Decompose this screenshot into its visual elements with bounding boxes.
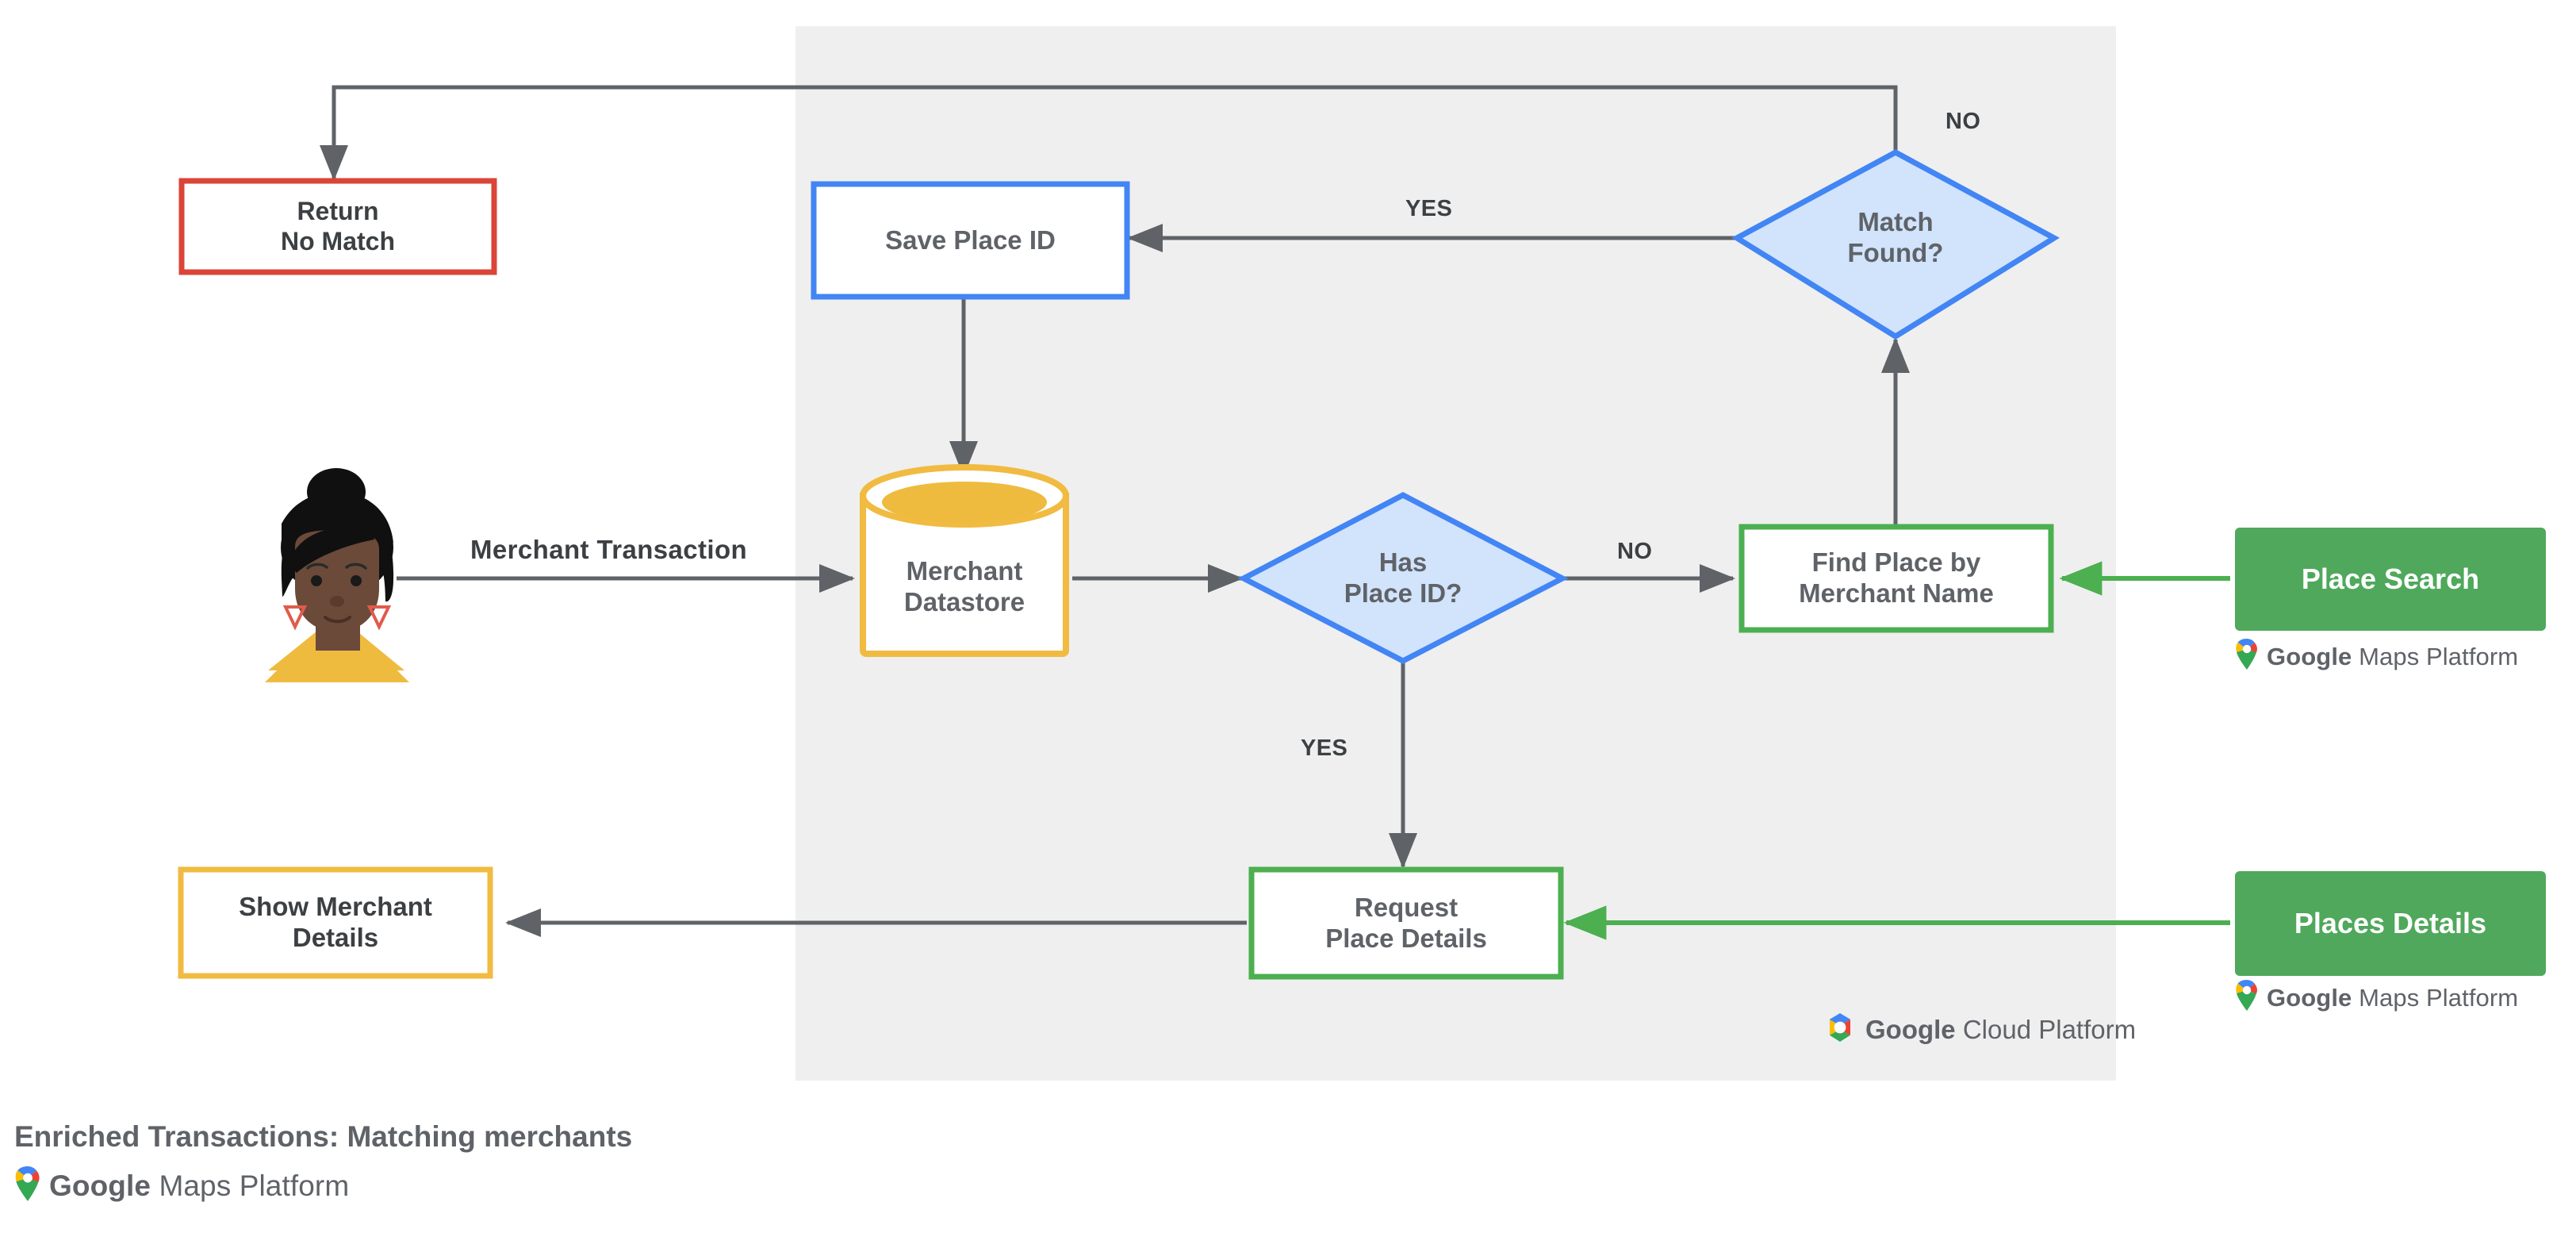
node-request-place-details[interactable] xyxy=(1248,866,1564,980)
node-has-place-id[interactable] xyxy=(1237,492,1569,664)
place-search-product-caption: Google Maps Platform xyxy=(2235,639,2518,674)
google-word: Google xyxy=(2267,642,2352,670)
maps-pin-icon xyxy=(2235,980,2259,1016)
edge-label-yes-has-place-id: YES xyxy=(1301,735,1348,761)
edge-label-no-has-place-id: NO xyxy=(1617,539,1653,564)
edge-label-yes-match-found: YES xyxy=(1405,196,1453,221)
places-details-product-caption-text: Google Maps Platform xyxy=(2267,984,2518,1012)
place-search-product-caption-text: Google Maps Platform xyxy=(2267,643,2518,671)
node-place-search[interactable] xyxy=(2235,528,2546,631)
product-word: Maps Platform xyxy=(2359,983,2519,1012)
footer-logo-text: Google Maps Platform xyxy=(49,1169,349,1203)
google-word: Google xyxy=(49,1169,151,1202)
google-word: Google xyxy=(2267,983,2352,1012)
edge-label-no-match-found: NO xyxy=(1945,109,1981,134)
node-return-no-match[interactable] xyxy=(178,178,497,275)
node-find-place-by-merchant-name[interactable] xyxy=(1738,524,2054,633)
node-merchant-datastore[interactable] xyxy=(860,464,1069,657)
node-match-found[interactable] xyxy=(1731,149,2060,340)
node-places-details[interactable] xyxy=(2235,871,2546,976)
product-word: Maps Platform xyxy=(2359,642,2519,670)
places-details-product-caption: Google Maps Platform xyxy=(2235,980,2518,1016)
customer-avatar xyxy=(265,468,409,682)
edge-label-merchant-transaction: Merchant Transaction xyxy=(470,535,748,564)
maps-pin-icon xyxy=(14,1166,41,1206)
maps-pin-icon xyxy=(2235,639,2259,674)
cloud-platform-hexagon-icon xyxy=(1824,1012,1856,1047)
edge-no-match xyxy=(320,85,1898,182)
google-word: Google xyxy=(1865,1014,1956,1044)
footer-google-maps-platform-logo: Google Maps Platform xyxy=(14,1166,349,1206)
product-word: Cloud Platform xyxy=(1962,1014,2137,1044)
node-save-place-id[interactable] xyxy=(811,181,1130,300)
google-cloud-platform-badge-text: Google Cloud Platform xyxy=(1865,1015,2136,1045)
product-word: Maps Platform xyxy=(159,1169,350,1202)
google-cloud-platform-badge: Google Cloud Platform xyxy=(1824,1012,2136,1047)
diagram-title: Enriched Transactions: Matching merchant… xyxy=(14,1120,633,1153)
node-show-merchant-details[interactable] xyxy=(178,866,493,979)
